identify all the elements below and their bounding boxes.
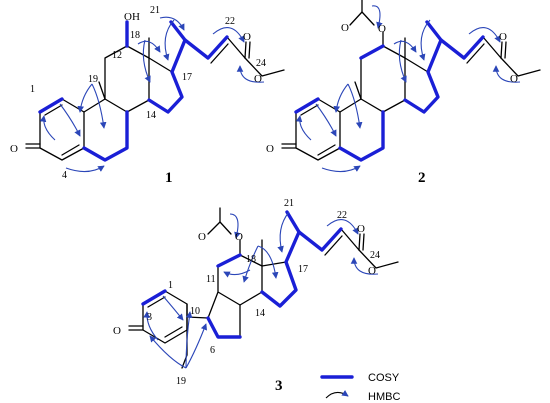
compound-3-atom-labels: O O O O O xyxy=(113,223,376,337)
compound-1-ketone-o: O xyxy=(10,143,18,155)
compound-1-atom-labels: O OH O O xyxy=(10,11,262,155)
compound-1-c19-label: 19 xyxy=(88,74,98,85)
compound-1-c4-label: 4 xyxy=(62,170,67,181)
compound-2-cosy xyxy=(294,20,485,162)
compound-3-c17-label: 17 xyxy=(298,264,308,275)
compound-2-ketone-o: O xyxy=(266,143,274,155)
compound-2-number: 2 xyxy=(418,170,426,186)
compound-1-ester-carbonyl-o: O xyxy=(243,31,251,43)
compound-3-c19-label: 19 xyxy=(176,376,186,387)
compound-3-c11-label: 11 xyxy=(206,274,216,285)
compound-3-position-labels: 1 3 10 6 19 11 18 14 17 21 22 24 xyxy=(147,198,380,387)
compound-1-c24-label: 24 xyxy=(256,58,266,69)
compound-2-bonds xyxy=(281,0,541,161)
compound-3-c10-label: 10 xyxy=(190,306,200,317)
compound-3-c18-label: 18 xyxy=(246,254,256,265)
compound-1-ester-o: O xyxy=(254,73,262,85)
compound-3-c6-label: 6 xyxy=(210,345,215,356)
compound-2-atom-labels: O O O O O xyxy=(266,22,518,155)
compound-1-hmbc xyxy=(39,16,265,173)
compound-1-number: 1 xyxy=(165,170,173,186)
compound-2-acetyl-carbonyl-o: O xyxy=(341,22,349,34)
compound-1-structure: O OH O O 1 4 12 18 19 14 17 21 22 24 1 xyxy=(10,5,285,186)
legend-cosy-label: COSY xyxy=(368,372,400,384)
legend: COSY HMBC xyxy=(320,372,400,403)
compound-3-c21-label: 21 xyxy=(284,198,294,209)
compound-3-ester-carbonyl-o: O xyxy=(357,223,365,235)
compound-3-acetyl-carbonyl-o: O xyxy=(198,231,206,243)
compound-3-cosy xyxy=(141,210,343,339)
compound-3-structure: O O O O O 1 3 10 6 19 11 18 14 17 21 22 … xyxy=(113,198,399,394)
compound-1-cosy xyxy=(38,20,229,162)
compound-3-ester-o: O xyxy=(368,265,376,277)
compound-1-c12-label: 12 xyxy=(112,50,122,61)
compound-3-c3-label: 3 xyxy=(147,312,152,323)
compound-3-hmbc xyxy=(143,211,379,369)
compound-3-ketone-o: O xyxy=(113,325,121,337)
compound-3-c14-label: 14 xyxy=(255,308,265,319)
compound-2-ester-o: O xyxy=(510,73,518,85)
legend-hmbc-label: HMBC xyxy=(368,391,400,403)
compound-3-c1-label: 1 xyxy=(168,280,173,291)
compound-2-acetoxy-o: O xyxy=(378,23,386,35)
compound-1-position-labels: 1 4 12 18 19 14 17 21 22 24 xyxy=(30,5,266,181)
compound-3-c24-label: 24 xyxy=(370,250,380,261)
compound-1-c1-label: 1 xyxy=(30,84,35,95)
compound-1-hydroxyl: OH xyxy=(124,11,140,23)
compound-1-c22-label: 22 xyxy=(225,16,235,27)
compound-3-c22-label: 22 xyxy=(337,210,347,221)
compound-1-c21-label: 21 xyxy=(150,5,160,16)
compound-3-acetoxy-o: O xyxy=(235,231,243,243)
compound-1-c18-label: 18 xyxy=(130,30,140,41)
compound-2-hmbc xyxy=(295,5,521,173)
legend-hmbc-arrow-icon xyxy=(325,390,349,399)
compound-2-structure: O O O O O 2 xyxy=(266,0,541,186)
compound-1-c17-label: 17 xyxy=(182,72,192,83)
compound-2-ester-carbonyl-o: O xyxy=(499,31,507,43)
compound-1-c14-label: 14 xyxy=(146,110,156,121)
compound-3-number: 3 xyxy=(275,378,283,394)
